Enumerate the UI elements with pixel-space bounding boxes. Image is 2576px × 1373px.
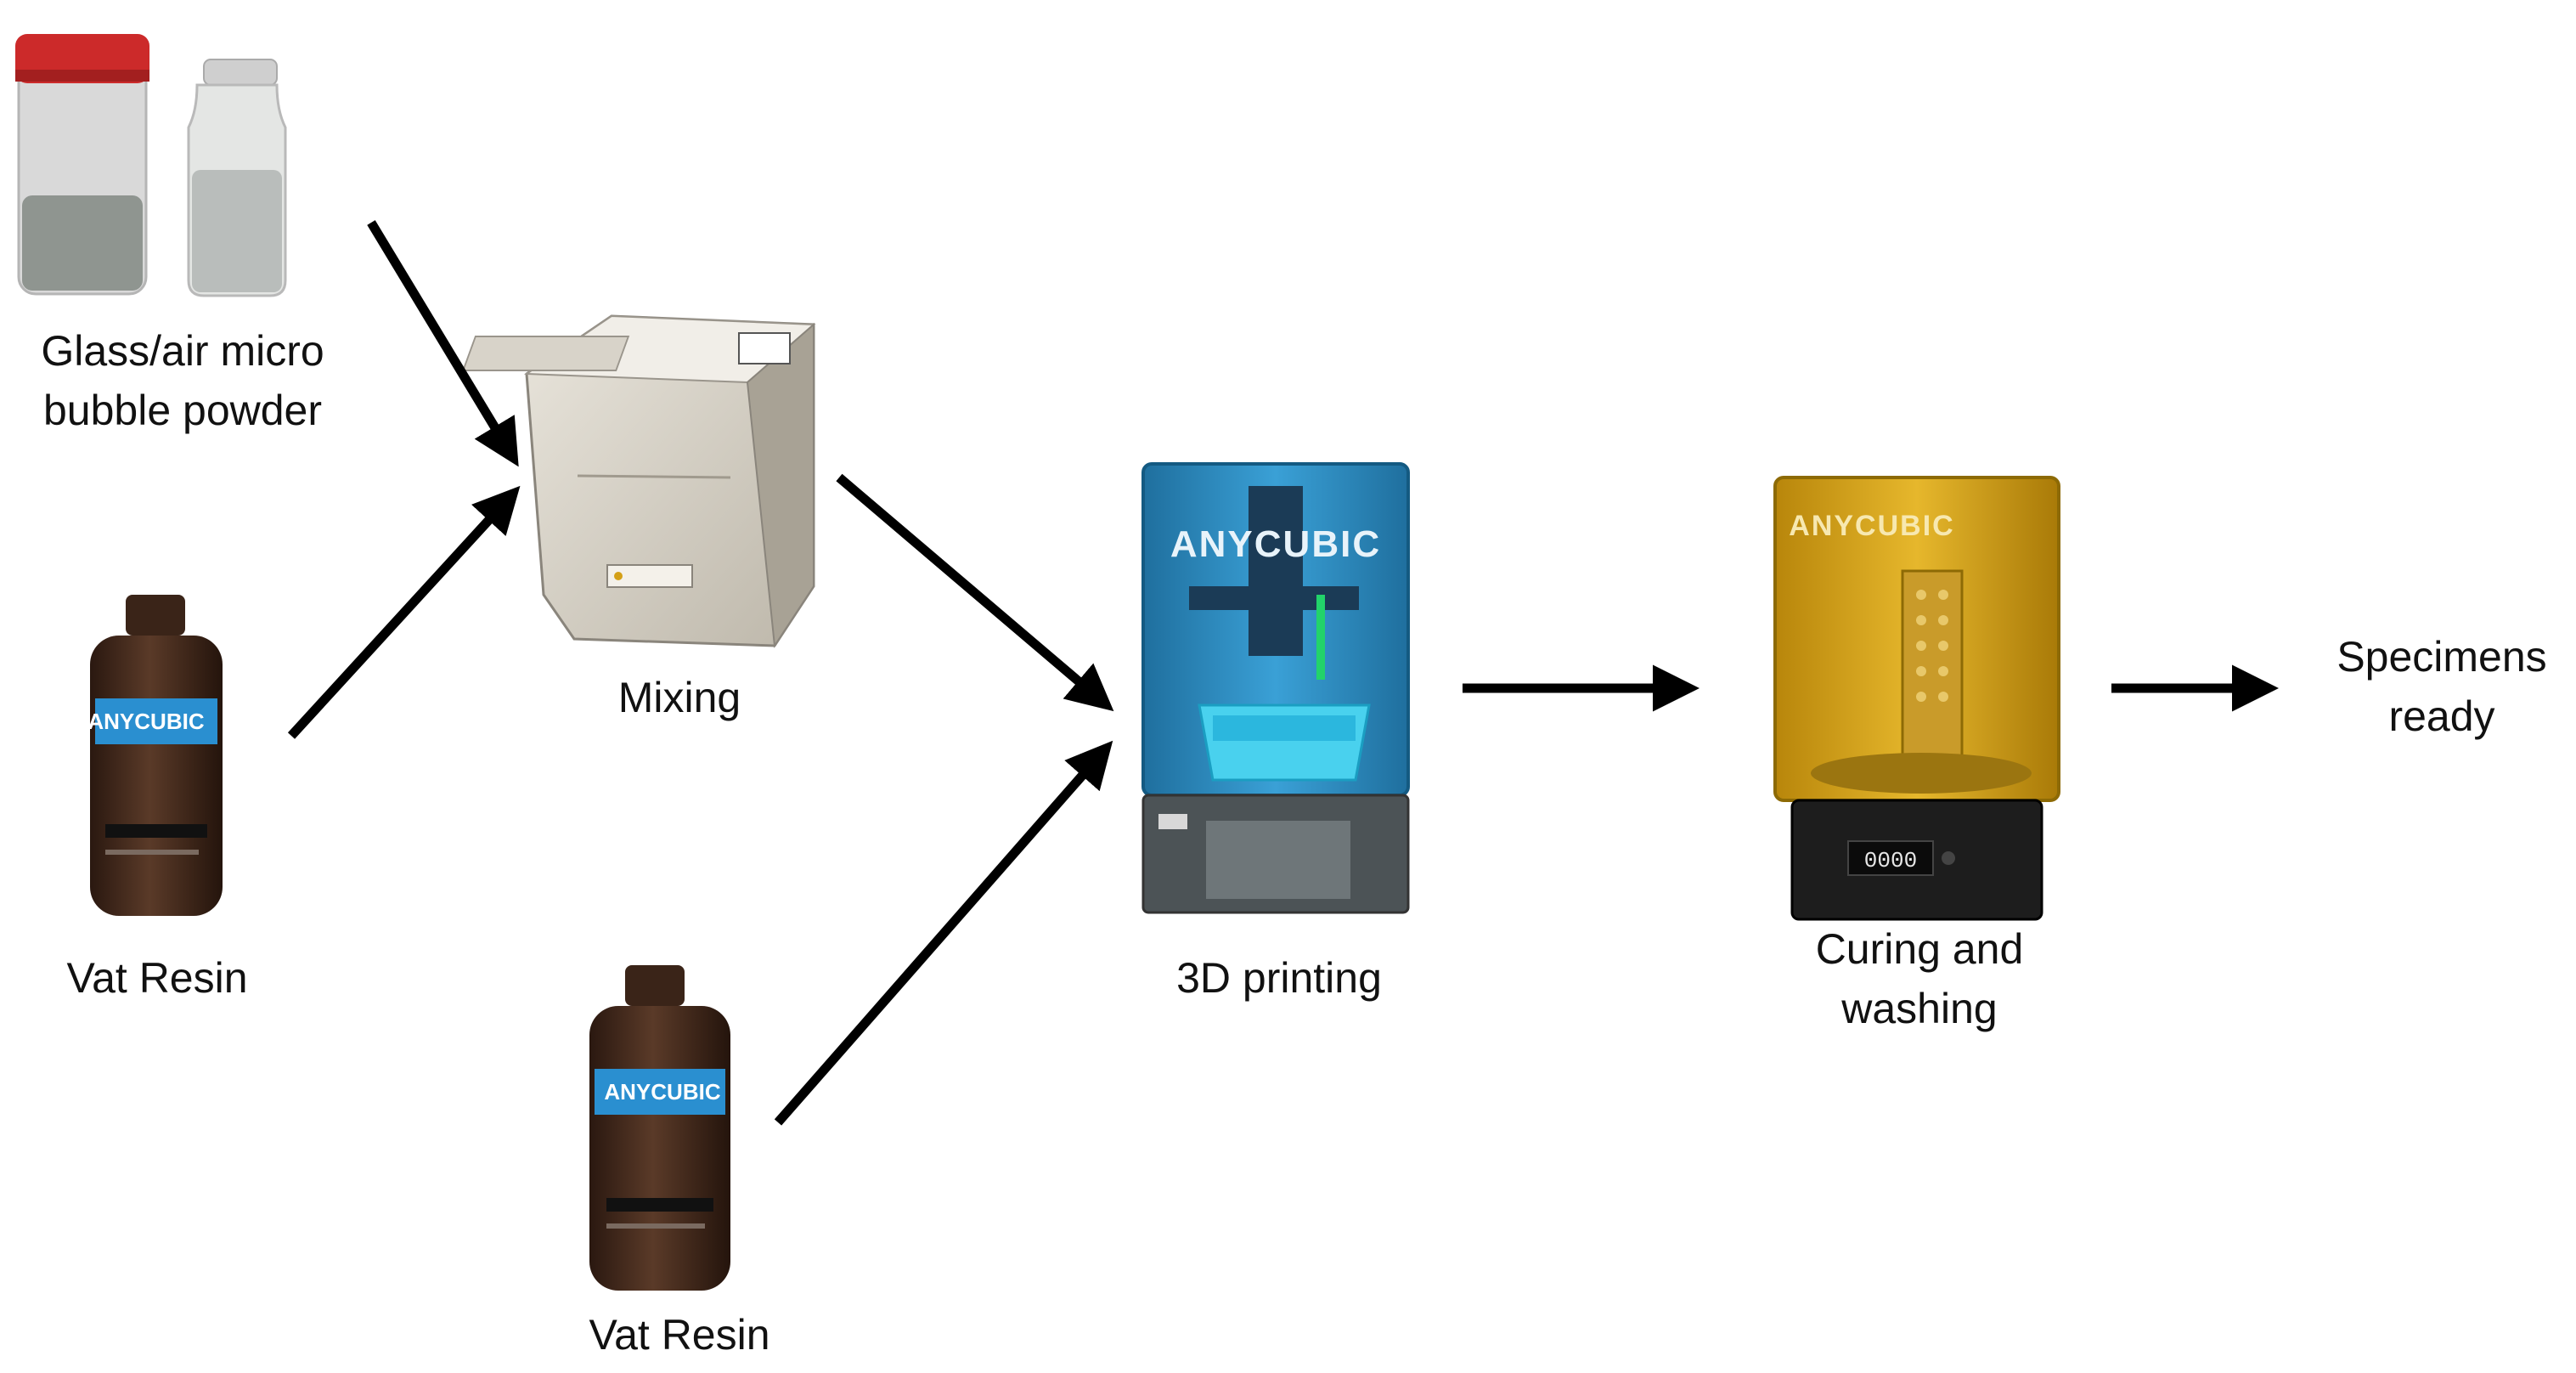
- powder-label: Glass/air micro bubble powder: [41, 327, 324, 434]
- bottle-bottom-logo: ANYCUBIC: [604, 1079, 720, 1105]
- curing-display: 0000: [1864, 848, 1917, 873]
- vat-resin-bottle-top: ANYCUBIC: [87, 595, 223, 916]
- flow-arrows: [287, 220, 2279, 1126]
- mixer-machine-image: [461, 314, 816, 648]
- powder-jars-image: [15, 34, 287, 297]
- arrow-mixer-to-printer: [836, 473, 1114, 712]
- curing-label: Curing and washing: [1815, 925, 2024, 1032]
- arrow-powder-to-mixer: [367, 220, 519, 467]
- specimens-ready-label: Specimens ready: [2336, 633, 2547, 740]
- printer-logo: ANYCUBIC: [1170, 523, 1381, 565]
- bottle-top-logo: ANYCUBIC: [87, 709, 204, 734]
- vat-resin-bottle-bottom: ANYCUBIC: [589, 965, 730, 1291]
- arrow-resin-to-printer: [774, 740, 1113, 1126]
- curing-station-image: ANYCUBIC 0000: [1773, 476, 2060, 921]
- curing-logo: ANYCUBIC: [1789, 510, 1954, 542]
- vat-resin-top-label: Vat Resin: [66, 954, 248, 1002]
- 3d-printer-image: ANYCUBIC: [1141, 462, 1410, 914]
- printing-label: 3D printing: [1176, 954, 1382, 1002]
- mixing-label: Mixing: [617, 674, 741, 721]
- vat-resin-bottom-label: Vat Resin: [589, 1311, 770, 1359]
- arrow-resin-to-mixer: [287, 485, 521, 739]
